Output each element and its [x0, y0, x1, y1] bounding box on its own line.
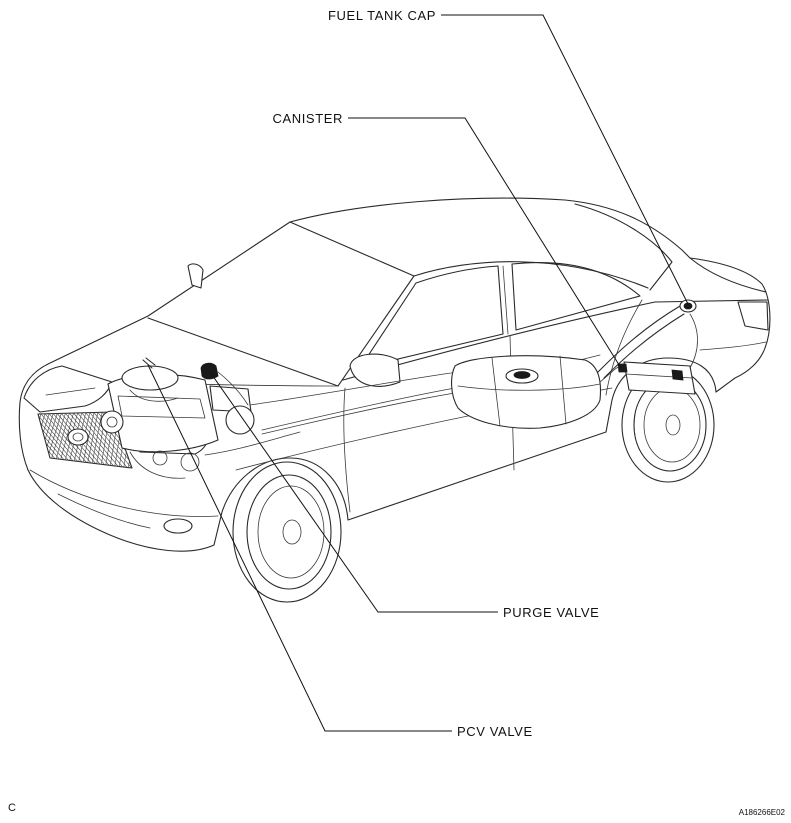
grille-mesh-line [69, 412, 114, 466]
corner-mark: C [8, 802, 16, 814]
grille-mesh-line [44, 413, 54, 440]
engine-pipe [204, 431, 301, 456]
front-door-window [359, 265, 504, 369]
grille-mesh-line [38, 415, 78, 462]
fuel-pump-top [513, 371, 531, 379]
engine-hose [129, 389, 179, 402]
near-roof-rail [413, 261, 649, 289]
purge-valve-part [200, 362, 219, 380]
fuel-tank [451, 355, 602, 429]
front-tire-inner-edge [246, 474, 332, 590]
fuel-filler-pipe [603, 313, 685, 379]
grille-mesh-line [51, 413, 66, 459]
grille-mesh-line [46, 413, 58, 447]
fuel-tank-strap [559, 355, 567, 425]
tail-lamp [737, 301, 769, 331]
far-side-mirror [187, 263, 204, 289]
headlight-inner [45, 387, 96, 396]
grille-mesh-line [60, 412, 74, 460]
emblem-inner [72, 432, 84, 442]
near-side-mirror [349, 353, 401, 387]
rear-hub [665, 414, 681, 436]
front-bumper-line [29, 469, 219, 517]
grille-mesh-line [82, 412, 95, 463]
grille-mesh-line [123, 451, 127, 468]
grille-mesh-line [91, 412, 103, 464]
pcv-valve-label: PCV VALVE [457, 724, 533, 739]
canister-label: CANISTER [272, 111, 343, 126]
lower-intake [57, 493, 151, 529]
grille-mesh-line [73, 412, 119, 467]
trunk-lid-edge [689, 257, 767, 293]
purge-valve-label: PURGE VALVE [503, 605, 599, 620]
purge-hose [217, 371, 249, 406]
fuel-tank-strap [491, 357, 501, 427]
vapor-line [249, 371, 459, 406]
pcv-valve-part [142, 357, 156, 369]
engine-part [100, 410, 124, 434]
grille-mesh-line [42, 413, 50, 433]
grille-mesh-line [77, 412, 123, 468]
engine-pipe [129, 451, 186, 479]
grille-mesh-line [81, 412, 128, 468]
windshield-top-edge [289, 221, 415, 277]
grille-mesh-line [48, 413, 62, 454]
engine-part [180, 452, 200, 472]
rear-window [574, 203, 673, 291]
grille-mesh-line [43, 436, 65, 460]
front-door-front-edge [343, 387, 351, 513]
grille-mesh-line [128, 460, 130, 468]
canister-leader [348, 117, 622, 369]
grille-mesh-line [44, 413, 87, 463]
emblem [67, 428, 89, 446]
grille-mesh-line [40, 413, 83, 463]
car-body [18, 197, 771, 552]
b-pillar [502, 265, 509, 335]
purge-valve-leader [209, 371, 498, 613]
fuel-tank-cap-leader [441, 14, 689, 305]
engine-part [152, 450, 168, 466]
front-tire [232, 461, 342, 603]
grille-mesh-line [114, 434, 121, 466]
rear-door-rear-edge [605, 299, 643, 396]
fuel-tank-cap-label: FUEL TANK CAP [328, 8, 436, 23]
engine-part [106, 416, 118, 428]
engine-part [225, 405, 255, 435]
engine-head [117, 395, 206, 419]
vapor-line [261, 392, 456, 435]
fuel-tank-seam [457, 383, 601, 391]
front-hub [282, 519, 302, 545]
grille-mesh-line [49, 457, 51, 459]
front-rim [257, 485, 325, 579]
grille-mesh-line [45, 443, 60, 460]
rear-door-handle [579, 354, 601, 361]
grille-mesh-line [39, 413, 42, 420]
grille-mesh-line [55, 413, 70, 459]
fuel-line [261, 387, 456, 431]
fog-light [163, 518, 193, 534]
canister [623, 361, 696, 395]
fuel-filler-pipe [597, 305, 681, 373]
figure-code: A186266E02 [739, 808, 786, 817]
rear-door-window [511, 262, 641, 331]
grille-mesh-line [41, 413, 46, 426]
grille-mesh-line [87, 412, 99, 463]
engine-compartment [100, 357, 301, 479]
grille-outline [37, 411, 133, 469]
grille-mesh-line [85, 412, 132, 469]
fuel-system [249, 299, 698, 435]
canister-port [671, 369, 684, 381]
pcv-valve-leader [147, 364, 452, 732]
front-wheel [232, 461, 342, 603]
windshield-cowl-line [147, 317, 339, 387]
rear-bumper-line [699, 341, 767, 351]
canister-hose [599, 365, 621, 383]
canister-vent-hose [689, 313, 698, 369]
